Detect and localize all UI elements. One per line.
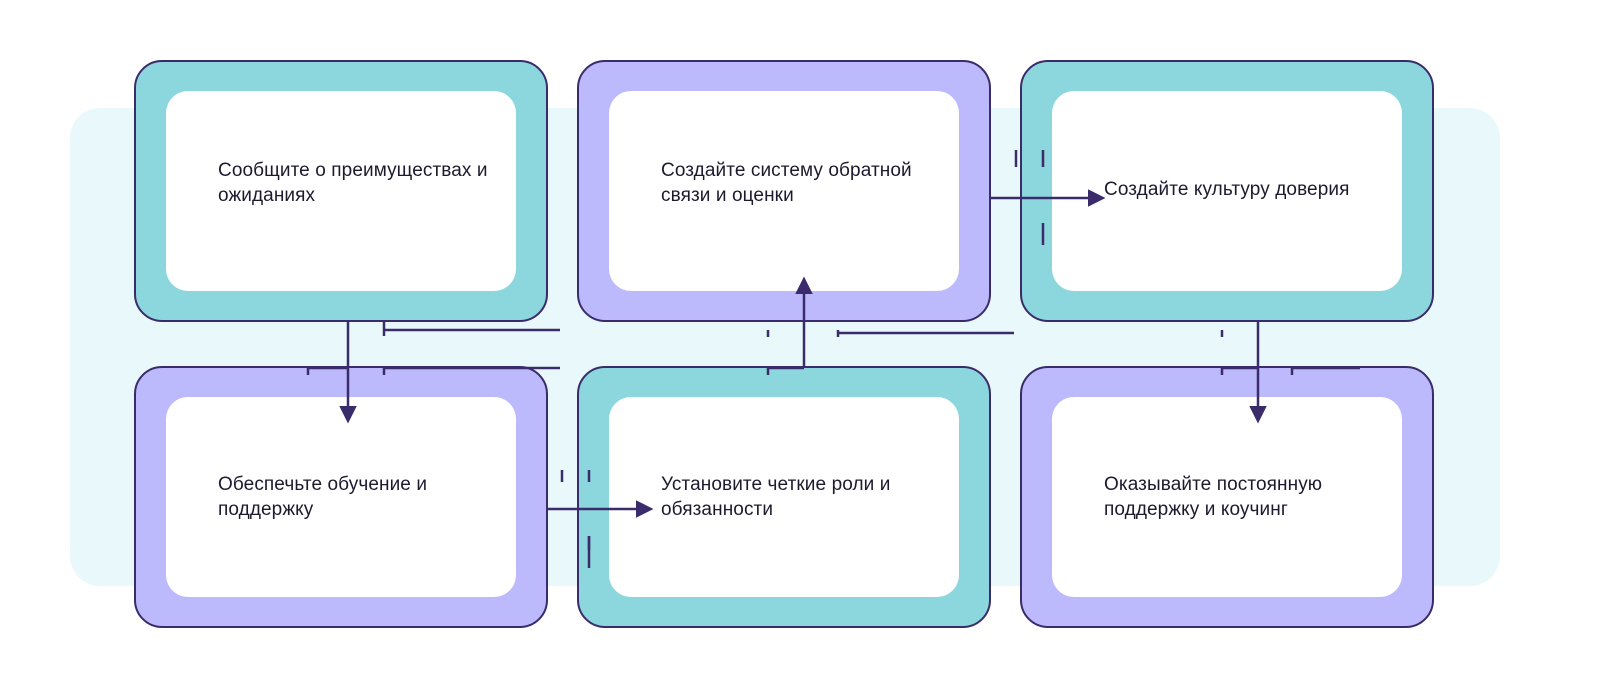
step-card-6: Оказывайте постоянную поддержку и коучин… (1020, 366, 1434, 628)
step-card-1: Сообщите о преимуществах и ожиданиях (134, 60, 548, 322)
step-card-3-body: Создайте культуру доверия (1052, 91, 1402, 291)
step-card-4-body: Обеспечьте обучение и поддержку (166, 397, 516, 597)
arrow-1-to-4 (306, 322, 560, 424)
step-label-3: Создайте культуру доверия (1104, 178, 1350, 200)
step-card-6-body: Оказывайте постоянную поддержку и коучин… (1052, 397, 1402, 597)
step-label-1: Сообщите о преимуществах и ожиданиях (218, 160, 488, 206)
step-label-2: Создайте систему обратной связи и оценки (661, 160, 912, 206)
arrow-3-to-6 (1220, 322, 1360, 424)
arrow-5-to-2 (766, 276, 1014, 375)
arrow-2-to-3 (990, 150, 1106, 245)
step-label-6: Оказывайте постоянную поддержку и коучин… (1104, 474, 1323, 520)
step-card-5-body: Установите четкие роли и обязанности (609, 397, 959, 597)
arrow-4-to-5 (546, 470, 654, 568)
step-label-4: Обеспечьте обучение и поддержку (218, 474, 428, 520)
step-label-5: Установите четкие роли и обязанности (661, 474, 891, 520)
step-card-1-body: Сообщите о преимуществах и ожиданиях (166, 91, 516, 291)
step-card-5: Установите четкие роли и обязанности (577, 366, 991, 628)
step-card-2-body: Создайте систему обратной связи и оценки (609, 91, 959, 291)
step-card-2: Создайте систему обратной связи и оценки (577, 60, 991, 322)
